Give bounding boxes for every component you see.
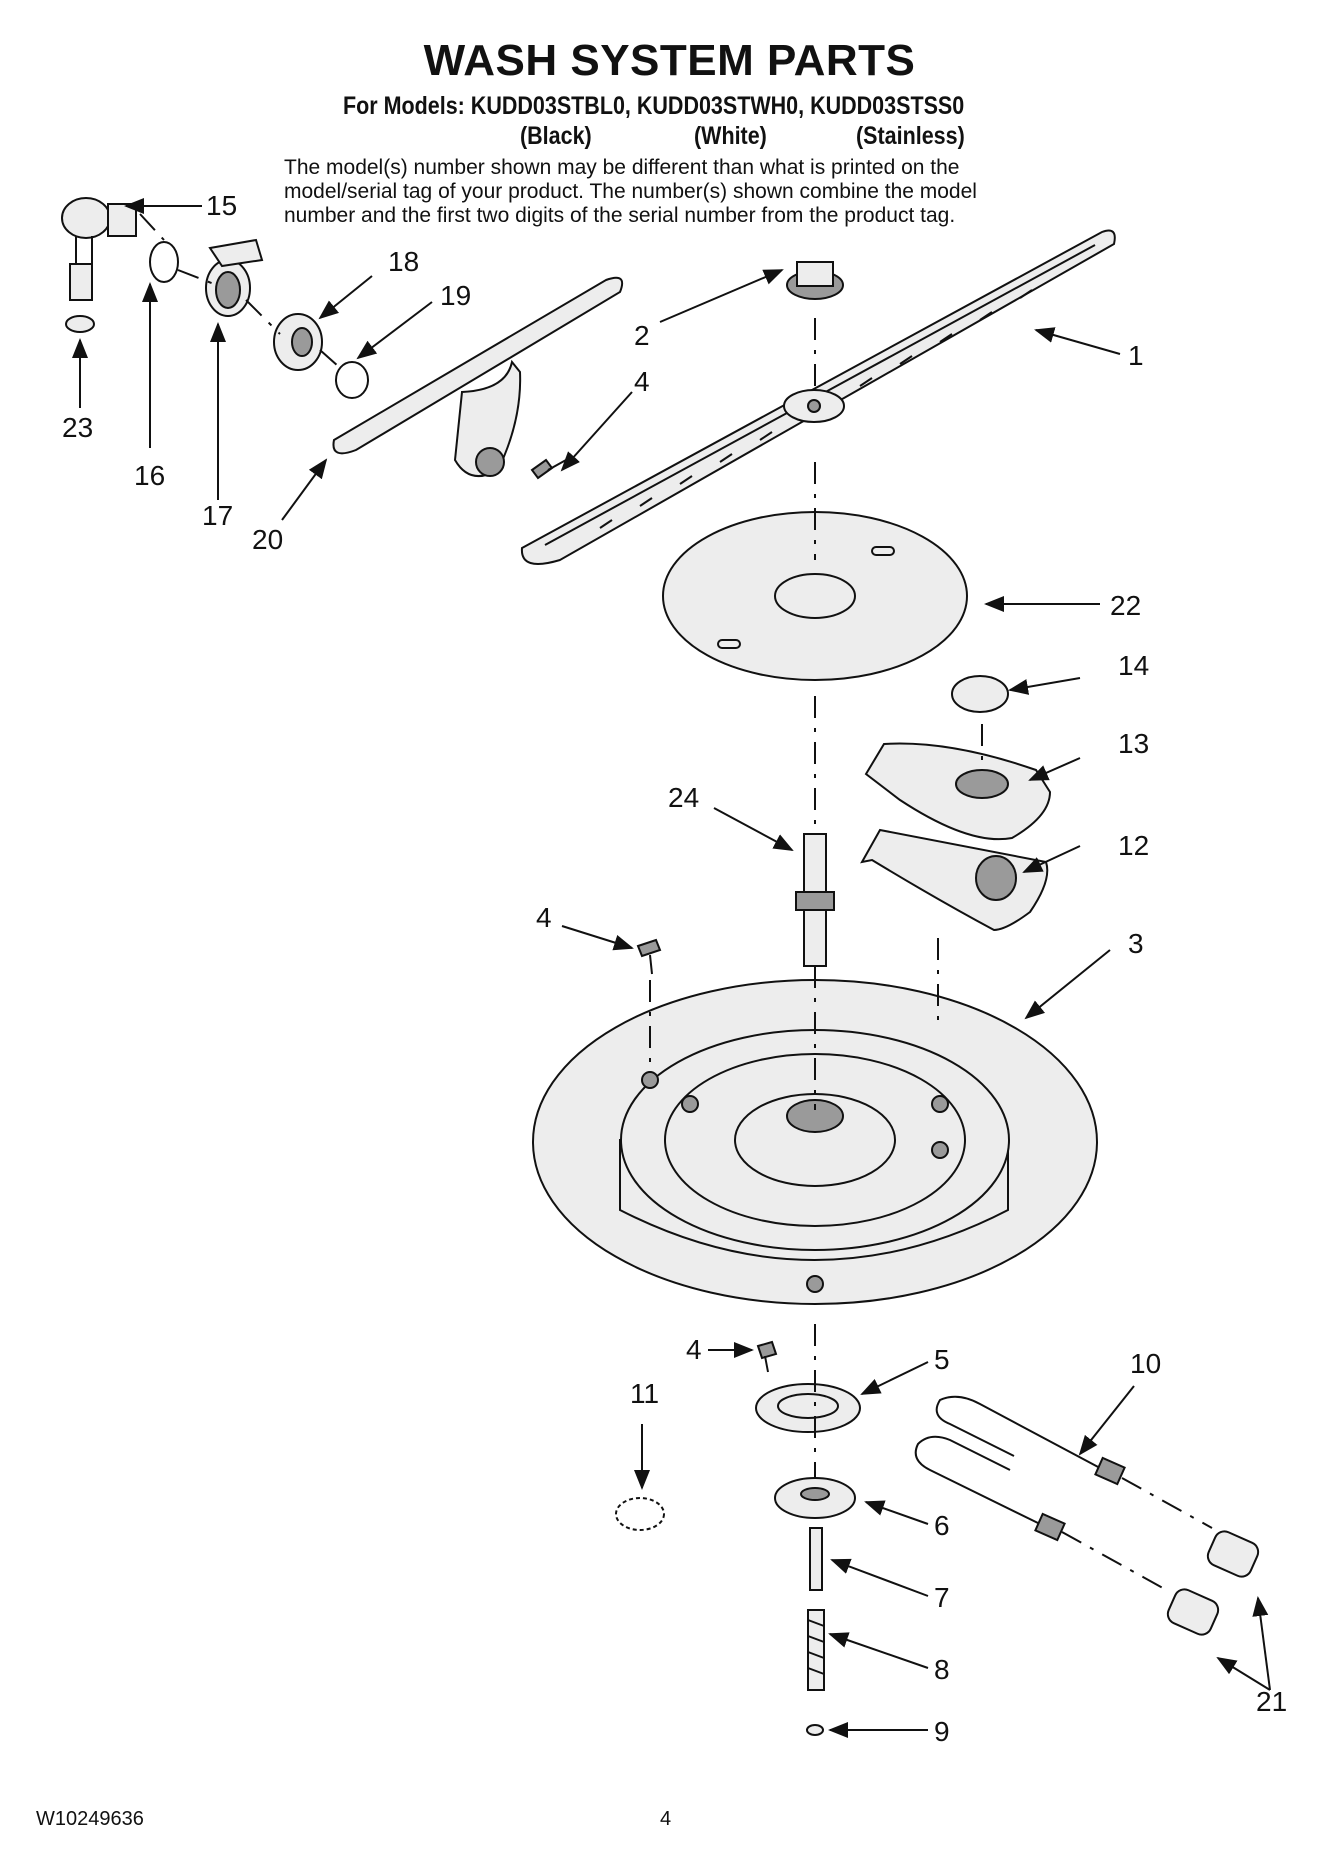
callout-11: 11 [630,1378,660,1409]
callout-7: 7 [934,1582,950,1613]
shaft-24 [795,833,835,967]
filter-housing-13 [864,742,1052,841]
spray-arm-hub [786,261,844,300]
callout-16: 16 [134,460,166,491]
variant-white: (White) [694,122,767,150]
diaphragm-6 [774,1477,856,1519]
page-number: 4 [660,1808,672,1830]
pin-7 [809,1527,823,1591]
ring-11 [615,1497,665,1531]
terminal-boots-21 [1166,1530,1260,1636]
callout-23: 23 [62,412,94,443]
models-line: For Models: KUDD03STBL0, KUDD03STWH0, KU… [343,92,965,120]
callout-6: 6 [934,1510,950,1541]
spring-8 [807,1609,825,1691]
screw-middle [636,938,662,975]
callout-14: 14 [1118,650,1150,681]
screw-upper [530,458,567,480]
callout-3: 3 [1128,928,1144,959]
upper-spray-arm [520,229,1116,565]
callout-18: 18 [388,246,420,277]
callout-20: 20 [252,524,284,555]
callout-19: 19 [440,280,472,311]
inlet-fitting [61,197,137,333]
callout-13: 13 [1118,728,1150,759]
callout-1: 1 [1128,340,1144,371]
gasket-17 [205,238,264,317]
filter-screen-12 [860,828,1049,932]
callout-2: 2 [634,320,650,351]
callout-4: 4 [686,1334,702,1365]
lower-spray-arm [332,276,624,478]
callout-9: 9 [934,1716,950,1747]
callout-10: 10 [1130,1348,1162,1379]
washer-9 [806,1724,824,1736]
filter-cover-14 [951,675,1009,713]
callout-4: 4 [536,902,552,933]
callout-15: 15 [206,190,238,221]
sump-assembly-3 [532,979,1098,1305]
gasket-5 [755,1383,861,1433]
disk-22 [662,511,968,681]
callout-21: 21 [1256,1686,1288,1717]
o-ring-16 [149,241,179,283]
heating-element-10 [914,1395,1126,1542]
callout-17: 17 [202,500,234,531]
callout-12: 12 [1118,830,1150,861]
callout-8: 8 [934,1654,950,1685]
document-number: W10249636 [36,1808,144,1830]
o-ring-19 [335,361,369,399]
callout-24: 24 [668,782,700,813]
callout-4: 4 [634,366,650,397]
model-number-note: The model(s) number shown may be differe… [284,156,977,227]
page-title: WASH SYSTEM PARTS [423,36,916,85]
callout-22: 22 [1110,590,1142,621]
variant-stainless: (Stainless) [856,122,965,150]
coupling-18 [273,313,323,371]
callout-5: 5 [934,1344,950,1375]
variant-black: (Black) [520,122,592,150]
screw-lower [756,1340,778,1373]
